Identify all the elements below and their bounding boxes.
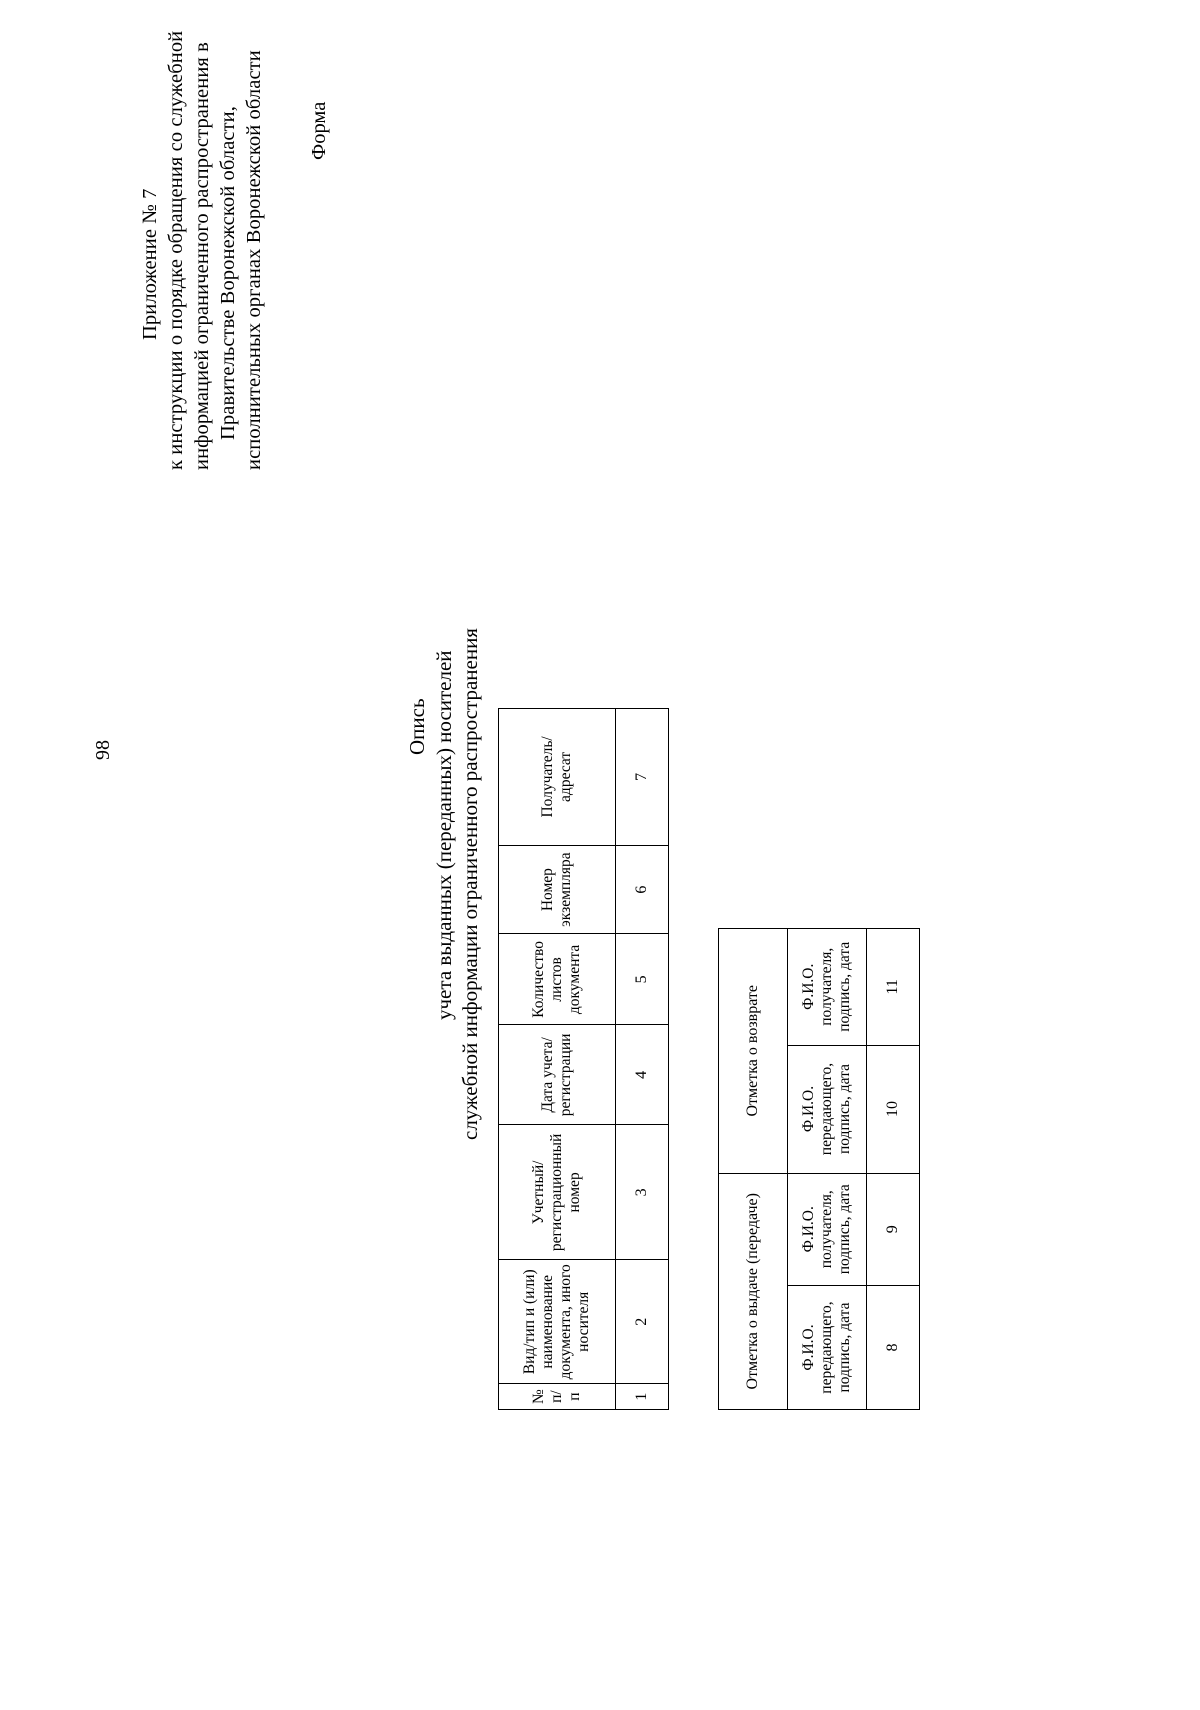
title-line-2: учета выданных (переданных) носителей <box>432 650 456 1020</box>
header-line-5: исполнительных органах Воронежской облас… <box>243 50 265 470</box>
cell-col-num-5: 5 <box>615 933 669 1025</box>
header-line-3: информацией ограниченного распространени… <box>191 42 213 470</box>
table-marks-row-groups: Отметка о выдаче (передаче) Отметка о во… <box>718 928 788 1410</box>
th-group-issue: Отметка о выдаче (передаче) <box>718 1173 788 1410</box>
cell-col-num-11: 11 <box>866 928 920 1046</box>
th-sheet-count-line3: документа <box>565 944 583 1015</box>
cell-col-num-6: 6 <box>615 845 669 934</box>
th-number-line2: п/п <box>548 1390 583 1403</box>
th-reg-date-line1: Дата учета/ <box>539 1037 557 1113</box>
th-reg-number-line2: регистрационный номер <box>548 1133 583 1252</box>
table-row-numbers: 1 2 3 4 5 6 7 <box>615 708 669 1410</box>
th-return-receiver-line1: Ф.И.О. получателя, <box>800 947 836 1026</box>
cell-col-num-2: 2 <box>615 1259 669 1384</box>
cell-col-num-10: 10 <box>866 1045 920 1174</box>
th-recipient-line2: адресат <box>557 751 574 802</box>
th-issue-sender-line1: Ф.И.О. передающего, <box>800 1301 836 1394</box>
th-reg-number-line1: Учетный/ <box>530 1160 548 1225</box>
th-return-sender-line1: Ф.И.О. передающего, <box>800 1062 836 1156</box>
cell-col-num-8: 8 <box>866 1285 920 1410</box>
th-copy-number: Номер экземпляра <box>498 845 616 934</box>
th-reg-date-line2: регистрации <box>557 1033 574 1117</box>
th-reg-number: Учетный/ регистрационный номер <box>498 1124 616 1260</box>
cell-col-num-1: 1 <box>615 1383 669 1410</box>
cell-col-num-4: 4 <box>615 1024 669 1125</box>
th-issue-receiver-line2: подпись, дата <box>835 1184 853 1275</box>
th-issue-receiver-line1: Ф.И.О. получателя, <box>800 1190 836 1269</box>
th-issue-receiver: Ф.И.О. получателя, подпись, дата <box>787 1173 867 1286</box>
th-doc-type: Вид/тип и (или) наименование документа, … <box>498 1259 616 1384</box>
th-return-receiver: Ф.И.О. получателя, подпись, дата <box>787 928 867 1046</box>
table-main-grid: № п/п Вид/тип и (или) наименование докум… <box>498 708 669 1410</box>
th-sheet-count-line2: листов <box>548 957 566 1002</box>
title-line-1: Опись <box>405 698 429 755</box>
page-number: 98 <box>92 740 114 760</box>
th-doc-type-line2: документа, иного носителя <box>557 1264 592 1380</box>
th-group-return: Отметка о возврате <box>718 928 788 1174</box>
th-return-receiver-line2: подпись, дата <box>835 941 853 1032</box>
cell-col-num-3: 3 <box>615 1124 669 1260</box>
th-sheet-count-line1: Количество <box>530 941 548 1018</box>
th-reg-date: Дата учета/ регистрации <box>498 1024 616 1125</box>
form-label: Форма <box>308 101 330 160</box>
th-number-line1: № <box>530 1389 548 1404</box>
th-copy-number-line2: экземпляра <box>557 852 574 927</box>
header-line-4: Правительстве Воронежской области, <box>217 106 239 440</box>
th-number: № п/п <box>498 1383 616 1410</box>
th-recipient: Получатель/ адресат <box>498 708 616 846</box>
th-issue-sender: Ф.И.О. передающего, подпись, дата <box>787 1285 867 1410</box>
th-sheet-count: Количество листов документа <box>498 933 616 1025</box>
th-return-sender-line2: подпись, дата <box>835 1064 853 1155</box>
th-doc-type-line1: Вид/тип и (или) наименование <box>521 1269 557 1375</box>
cell-col-num-9: 9 <box>866 1173 920 1286</box>
table-row-headers: № п/п Вид/тип и (или) наименование докум… <box>498 708 616 1410</box>
th-issue-sender-line2: подпись, дата <box>835 1302 853 1393</box>
th-return-sender: Ф.И.О. передающего, подпись, дата <box>787 1045 867 1174</box>
table-marks: Отметка о выдаче (передаче) Отметка о во… <box>718 928 920 1410</box>
cell-col-num-7: 7 <box>615 708 669 846</box>
title-line-3: служебной информации ограниченного распр… <box>458 628 482 1140</box>
table-marks-grid: Отметка о выдаче (передаче) Отметка о во… <box>718 928 920 1410</box>
th-recipient-line1: Получатель/ <box>539 736 557 818</box>
table-main: № п/п Вид/тип и (или) наименование докум… <box>498 708 669 1410</box>
header-line-2: к инструкции о порядке обращения со служ… <box>165 30 187 470</box>
header-line-1: Приложение № 7 <box>139 188 161 341</box>
th-copy-number-line1: Номер <box>539 868 557 912</box>
table-marks-row-subheaders: Ф.И.О. передающего, подпись, дата Ф.И.О.… <box>787 928 867 1410</box>
table-marks-row-numbers: 8 9 10 11 <box>866 928 920 1410</box>
